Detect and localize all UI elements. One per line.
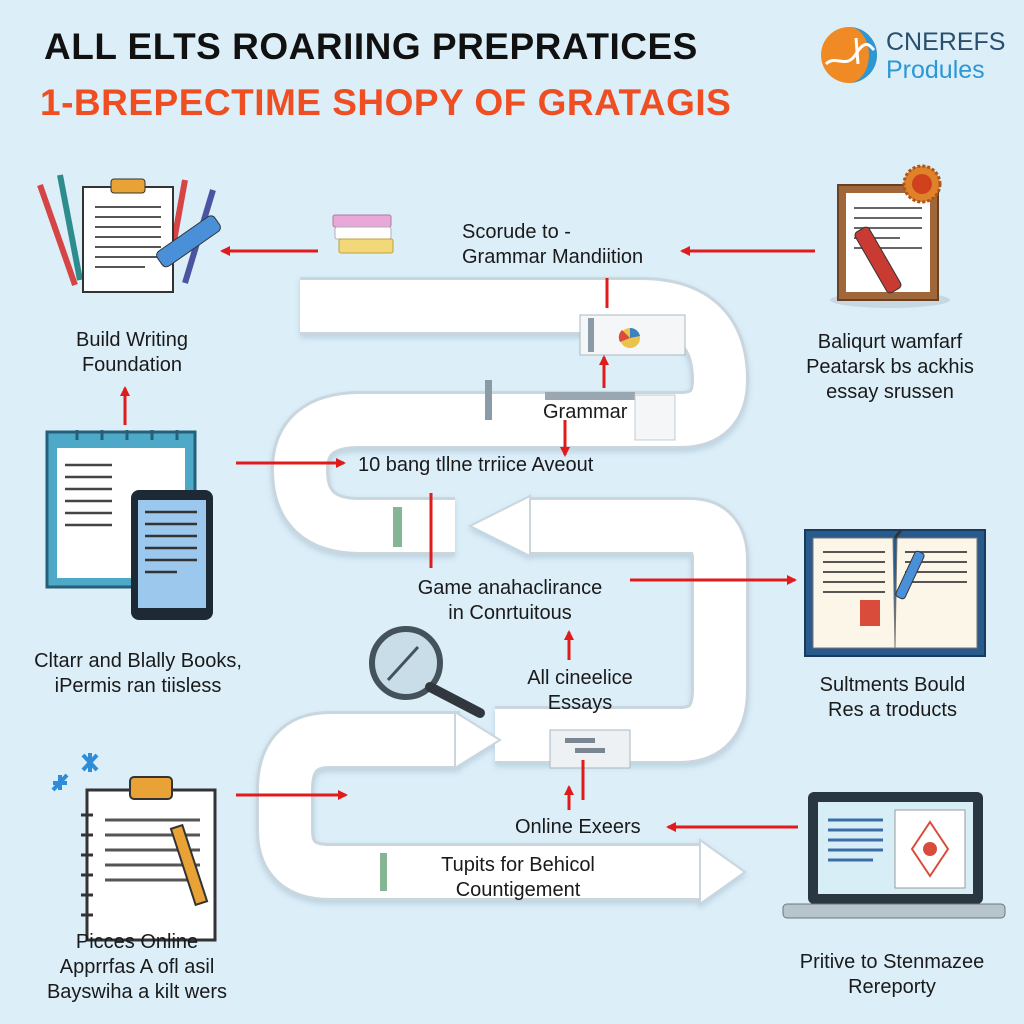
label-bang: 10 bang tllne trriice Aveout [358, 454, 594, 476]
label-pieces: Picces Online Apprrfas A ofl asil Bayswi… [46, 931, 228, 1003]
label-online-exeers: Online Exeers [515, 816, 641, 838]
laptop-icon [782, 792, 1006, 919]
red-arrows [120, 246, 815, 832]
open-book-icon [804, 529, 986, 657]
magnifier-icon [369, 626, 485, 718]
logo-text-top: CNEREFS [886, 28, 1006, 56]
path-segments [380, 314, 686, 891]
label-game: Game anahaclirance in Conrtuitous [417, 577, 603, 624]
label-build-writing: Build Writing Foundation [76, 329, 188, 376]
label-baliqurt: Baliqurt wamfarf Peatarsk bs ackhis essa… [806, 331, 974, 403]
logo-text-bottom: Produles [886, 56, 985, 84]
notebook-pencil-icon [51, 753, 217, 942]
eraser-stack-icon [332, 214, 394, 254]
page-subtitle: 1-BREPECTIME SHOPY OF GRATAGIS [40, 82, 732, 123]
book-tablet-icon [45, 430, 213, 620]
winding-path [256, 277, 750, 906]
label-sultments: Sultments Bould Res a troducts [819, 674, 966, 721]
label-grammar: Grammar [543, 401, 628, 423]
clipboard-pencils-icon [37, 174, 221, 293]
page-title: ALL ELTS ROARIING PREPRATICES [44, 26, 698, 67]
logo-icon [821, 27, 877, 83]
certificate-pen-icon [830, 164, 950, 308]
label-all-cineelice: All cineelice Essays [527, 667, 633, 714]
label-tupits: Tupits for Behicol Countigement [441, 854, 595, 901]
label-clarr: Cltarr and Blally Books, iPermis ran tii… [34, 650, 242, 697]
label-pritive: Pritive to Stenmazee Rereporty [799, 951, 985, 998]
label-scorude: Scorude to - Grammar Mandiition [462, 221, 644, 268]
